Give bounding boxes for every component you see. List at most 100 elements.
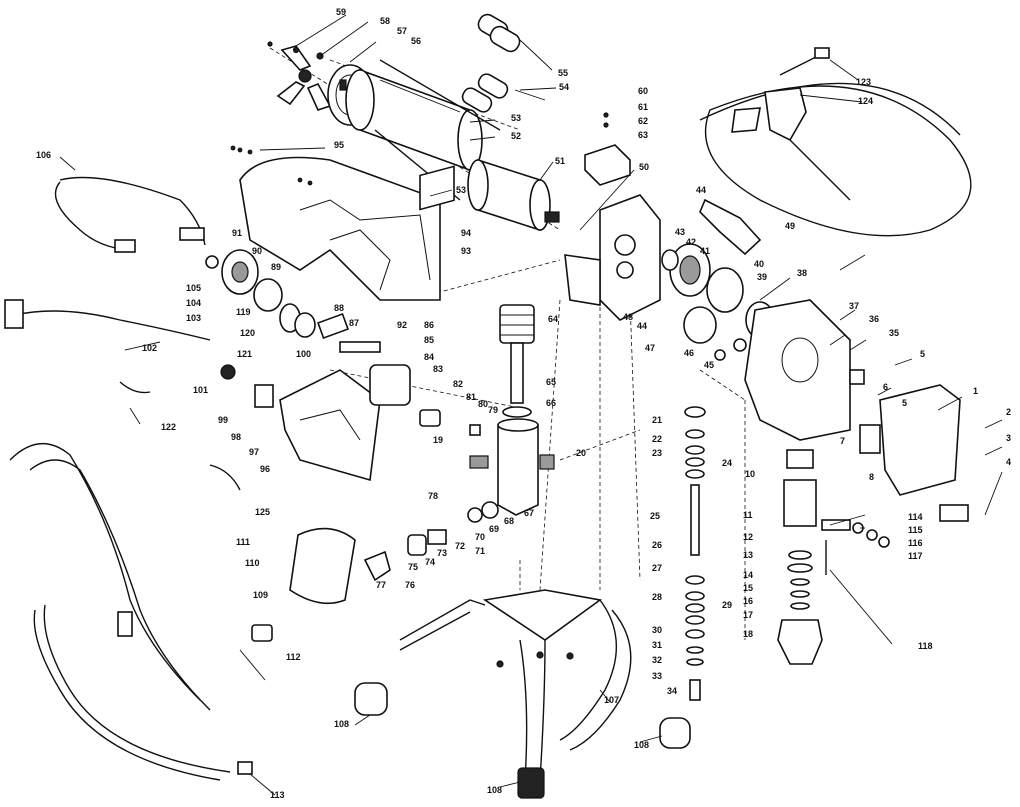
callout-2: 2 (1006, 407, 1011, 417)
callout-45: 45 (704, 360, 714, 370)
callout-15: 15 (743, 583, 753, 593)
callout-23: 23 (652, 448, 662, 458)
callout-99: 99 (218, 415, 228, 425)
callout-18: 18 (743, 629, 753, 639)
callout-120: 120 (240, 328, 255, 338)
spray-gun-hose (699, 47, 972, 237)
callout-75: 75 (408, 562, 418, 572)
callout-48: 48 (623, 312, 633, 322)
callout-30: 30 (652, 625, 662, 635)
callout-54: 54 (559, 82, 569, 92)
callout-51: 51 (555, 156, 565, 166)
callout-31: 31 (652, 640, 662, 650)
callout-1: 1 (973, 386, 978, 396)
callout-21: 21 (652, 415, 662, 425)
callout-43: 43 (675, 227, 685, 237)
callout-101: 101 (193, 385, 208, 395)
callout-78: 78 (428, 491, 438, 501)
callout-29: 29 (722, 600, 732, 610)
callout-4: 4 (1006, 457, 1011, 467)
callout-5a: 5 (920, 349, 925, 359)
callout-87: 87 (349, 318, 359, 328)
callout-93: 93 (461, 246, 471, 256)
callout-85: 85 (424, 335, 434, 345)
callout-42: 42 (686, 237, 696, 247)
callout-41: 41 (700, 246, 710, 256)
callout-108c: 108 (487, 785, 502, 795)
callout-60: 60 (638, 86, 648, 96)
callout-98: 98 (231, 432, 241, 442)
callout-105: 105 (186, 283, 201, 293)
callout-74: 74 (425, 557, 435, 567)
frame-cart (354, 589, 691, 799)
motor-shroud (230, 145, 455, 482)
callout-3: 3 (1006, 433, 1011, 443)
callout-16: 16 (743, 596, 753, 606)
callout-58: 58 (380, 16, 390, 26)
callout-13: 13 (743, 550, 753, 560)
callout-79: 79 (488, 405, 498, 415)
callout-122: 122 (161, 422, 176, 432)
leader-lines (59, 14, 1003, 796)
callout-7: 7 (840, 436, 845, 446)
callout-82: 82 (453, 379, 463, 389)
callout-113: 113 (270, 790, 285, 800)
callout-49: 49 (785, 221, 795, 231)
callout-36: 36 (869, 314, 879, 324)
callout-8: 8 (869, 472, 874, 482)
callout-123: 123 (856, 77, 871, 87)
callout-77: 77 (376, 580, 386, 590)
piston-stack (684, 406, 706, 701)
callout-68: 68 (504, 516, 514, 526)
switch-and-electrical (4, 176, 381, 408)
callout-81: 81 (466, 392, 476, 402)
callout-50: 50 (639, 162, 649, 172)
callout-53b: 53 (456, 185, 466, 195)
callout-32: 32 (652, 655, 662, 665)
callout-108b: 108 (634, 740, 649, 750)
callout-86: 86 (424, 320, 434, 330)
callout-24: 24 (722, 458, 732, 468)
callout-53a: 53 (511, 113, 521, 123)
callout-28: 28 (652, 592, 662, 602)
callout-labels: 1 2 3 4 5 5 6 7 8 10 11 12 13 14 15 16 1… (36, 7, 1011, 800)
callout-40: 40 (754, 259, 764, 269)
callout-72: 72 (455, 541, 465, 551)
callout-114: 114 (908, 512, 923, 522)
callout-92: 92 (397, 320, 407, 330)
callout-116: 116 (908, 538, 923, 548)
pump-housing (699, 198, 969, 522)
callout-83: 83 (433, 364, 443, 374)
callout-22: 22 (652, 434, 662, 444)
callout-76: 76 (405, 580, 415, 590)
callout-25: 25 (650, 511, 660, 521)
suction-hoses (9, 442, 356, 781)
callout-109: 109 (253, 590, 268, 600)
callout-46: 46 (684, 348, 694, 358)
callout-84: 84 (424, 352, 434, 362)
callout-124: 124 (858, 96, 873, 106)
callout-112: 112 (286, 652, 301, 662)
outlet-valve-stack (777, 449, 823, 665)
callout-37: 37 (849, 301, 859, 311)
callout-6: 6 (883, 382, 888, 392)
callout-118: 118 (918, 641, 933, 651)
callout-52: 52 (511, 131, 521, 141)
callout-33: 33 (652, 671, 662, 681)
callout-44b: 44 (637, 321, 647, 331)
callout-56: 56 (411, 36, 421, 46)
filter-pressure-parts (363, 304, 555, 582)
callout-80: 80 (478, 399, 488, 409)
callout-70: 70 (475, 532, 485, 542)
callout-12: 12 (743, 532, 753, 542)
callout-119: 119 (236, 307, 251, 317)
callout-59: 59 (336, 7, 346, 17)
callout-121: 121 (237, 349, 252, 359)
callout-63: 63 (638, 130, 648, 140)
callout-69: 69 (489, 524, 499, 534)
callout-44a: 44 (696, 185, 706, 195)
callout-108a: 108 (334, 719, 349, 729)
callout-55: 55 (558, 68, 568, 78)
callout-61: 61 (638, 102, 648, 112)
callout-110: 110 (245, 558, 260, 568)
